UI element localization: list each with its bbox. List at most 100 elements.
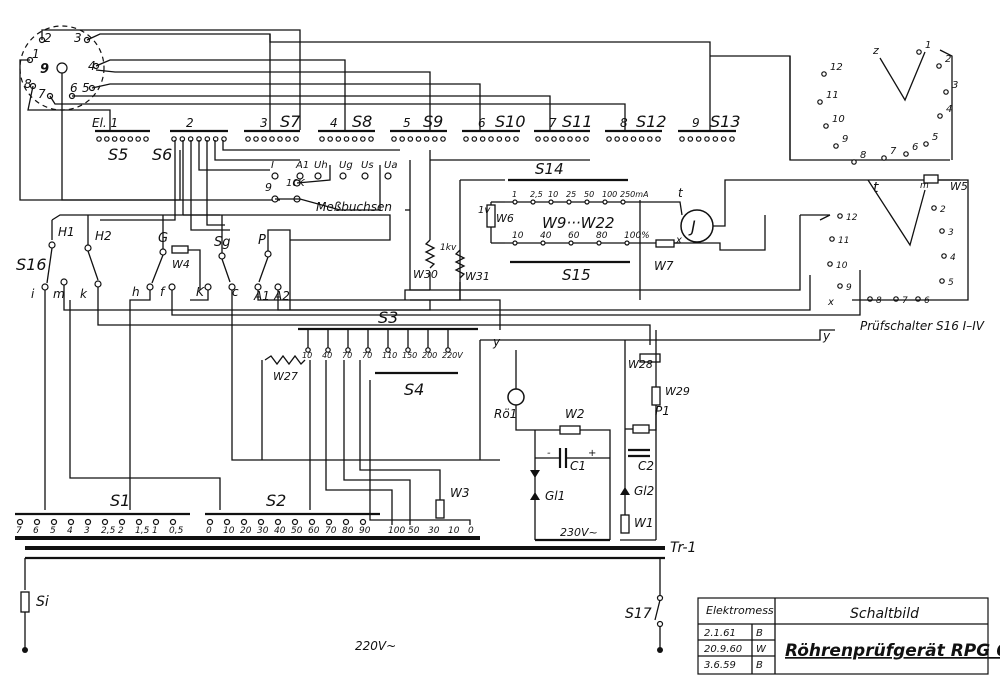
sw-h: h — [132, 285, 140, 299]
svg-text:y: y — [492, 335, 501, 349]
svg-text:x: x — [675, 235, 682, 246]
electrode-label: 2 — [186, 116, 194, 130]
w7-label: W7 — [654, 259, 674, 273]
rev-init-2: W — [756, 644, 767, 655]
switch-label: S10 — [495, 112, 526, 131]
electrode-label: 9 — [692, 116, 700, 130]
svg-text:y: y — [822, 329, 831, 343]
s1-tap-label: 5 — [50, 526, 56, 536]
electrode-switches: El. 1 S5 2 S6 3 S7 4 S8 5 S9 6 S10 7 S11… — [92, 112, 741, 164]
chain-step-label: 80 — [596, 231, 608, 241]
s3-out-label: 50 — [408, 526, 420, 536]
drawing-title: Schaltbild — [850, 606, 919, 622]
rotary-position-label: 9 — [842, 134, 848, 145]
switch-label: S13 — [710, 112, 741, 131]
tube-ro1-icon — [507, 388, 525, 406]
s16-label: S16 — [16, 255, 47, 274]
sw-p: P — [258, 233, 266, 248]
tube-supply-section: Rö1 W2 C1 - + Gl1 230V~ — [494, 350, 611, 542]
sw-c: c — [232, 285, 239, 299]
svg-text:-: - — [547, 448, 551, 459]
chain-step-label: 60 — [568, 231, 580, 241]
rev-date-1: 2.1.61 — [704, 628, 736, 639]
c1-label: C1 — [570, 459, 586, 473]
dept-label: Elektromess — [706, 604, 774, 617]
rotary-position-label: 10 — [832, 114, 845, 125]
s2-tap-label: 70 — [325, 526, 337, 536]
s17-label: S17 — [625, 606, 652, 622]
s1-label: S1 — [110, 491, 130, 510]
svg-text:W5: W5 — [950, 180, 968, 193]
sw-a1: A1 — [253, 289, 270, 303]
svg-text:m: m — [920, 181, 929, 191]
svg-text:1kv: 1kv — [440, 243, 457, 253]
switch-label: S6 — [152, 145, 172, 164]
chain-step-label: 40 — [540, 231, 552, 241]
transformer-label: Tr-1 — [670, 540, 696, 556]
ro1-label: Rö1 — [494, 407, 517, 421]
sw-m: m — [53, 287, 65, 301]
s2-tap-label: 20 — [240, 526, 252, 536]
device-name: Röhrenprüfgerät RPG 60/61 — [785, 641, 1000, 661]
s3-out-label: 10 — [448, 526, 460, 536]
electrode-label: 8 — [620, 116, 628, 130]
chain-step-label: 10 — [548, 190, 558, 199]
w31-label: W31 — [465, 270, 490, 283]
s2-tap-label: 30 — [257, 526, 269, 536]
rev-init-1: B — [756, 628, 763, 639]
socket-pin-1: 1 — [32, 47, 40, 61]
meas-socket-label: Us — [361, 160, 374, 171]
sw-a2: A2 — [273, 289, 290, 303]
s1-tap-label: 6 — [33, 526, 39, 536]
rev-init-3: B — [756, 660, 763, 671]
meas-socket-label: I — [271, 160, 274, 171]
switch-label: S7 — [280, 112, 301, 131]
socket-pin-7: 7 — [38, 87, 46, 101]
rotary-position-label: 2 — [945, 54, 951, 65]
s3-out-label: 0 — [468, 526, 474, 536]
meas-socket-label: Ua — [384, 160, 397, 171]
w27-label: W27 — [273, 370, 298, 383]
rotary-position-label: 5 — [948, 278, 954, 288]
meas-socket-k: K — [298, 178, 306, 189]
chain-step-label: 250mA — [620, 190, 649, 199]
svg-text:z: z — [872, 44, 879, 57]
socket-pin-3: 3 — [74, 31, 82, 45]
electrode-label: 6 — [478, 116, 486, 130]
socket-pin-5: 5 — [82, 81, 90, 95]
w3: W3 — [435, 486, 470, 519]
rotary-position-label: 8 — [860, 150, 866, 161]
svg-text:+: + — [588, 448, 596, 459]
mains-230: 230V~ — [560, 526, 598, 539]
mains-voltage: 220V~ — [355, 639, 396, 653]
s3-tap-label: 70 — [342, 351, 352, 360]
switch-label: S12 — [636, 112, 667, 131]
meter-icon — [680, 209, 714, 243]
s2-tap-label: 60 — [308, 526, 320, 536]
rotary-position-label: 2 — [940, 205, 946, 215]
s3-tap-label: 10 — [302, 351, 312, 360]
p1-label: P1 — [655, 404, 670, 418]
chain-step-label: 25 — [566, 190, 576, 199]
title-block: Elektromess Schaltbild Röhrenprüfgerät R… — [697, 597, 1000, 675]
meas-socket-label: A1 — [295, 160, 309, 171]
rotary-position-label: 6 — [924, 296, 930, 306]
s1-tap-label: 2 — [118, 526, 124, 536]
electrode-label: 3 — [260, 116, 268, 130]
w4-label: W4 — [172, 258, 190, 271]
s1-tap-label: 2,5 — [101, 526, 116, 536]
s3-tap-label: 220V — [442, 351, 463, 360]
s3-tap-label: 200 — [422, 351, 437, 360]
gl1-label: Gl1 — [545, 489, 565, 503]
rotary-position-label: 5 — [932, 132, 938, 143]
w28-label: W28 — [628, 358, 653, 371]
s2-tap-label: 80 — [342, 526, 354, 536]
rotary-position-label: 7 — [902, 296, 908, 306]
s3-label: S3 — [378, 308, 398, 327]
s4-label: S4 — [404, 380, 424, 399]
